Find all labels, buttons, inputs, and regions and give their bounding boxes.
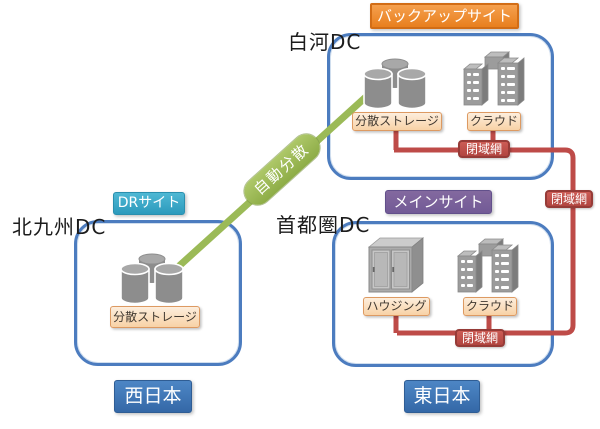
shutoken-dc-name: 首都圏DC: [276, 213, 371, 237]
storage-cylinders-icon: [361, 54, 429, 116]
kitakyushu-dc-name: 北九州DC: [12, 215, 107, 239]
cloud-tag-shutoken: クラウド: [463, 297, 517, 316]
housing-cabinet-icon: [364, 236, 430, 300]
east-japan-badge: 東日本: [404, 380, 480, 413]
shirakawa-dc-box: [327, 33, 554, 180]
backup-site-badge: バックアップサイト: [370, 3, 519, 29]
dr-site-badge: DRサイト: [113, 192, 185, 215]
storage-cylinders-icon: [118, 249, 186, 311]
cloud-tag-shirakawa: クラウド: [467, 112, 521, 131]
storage-tag-shirakawa: 分散ストレージ: [352, 112, 442, 131]
shirakawa-dc-name: 白河DC: [288, 30, 362, 54]
closed-network-badge-shutoken: 閉域網: [455, 329, 505, 347]
west-japan-badge: 西日本: [114, 380, 192, 413]
closed-network-trunk: [394, 147, 576, 336]
housing-tag-shutoken: ハウジング: [363, 297, 430, 316]
closed-network-badge-shirakawa: 閉域網: [458, 140, 510, 158]
cloud-servers-icon: [456, 238, 522, 300]
closed-network-badge-trunk: 閉域網: [545, 190, 593, 208]
storage-tag-kitakyushu: 分散ストレージ: [110, 306, 200, 328]
main-site-badge: メインサイト: [385, 190, 492, 214]
cloud-servers-icon: [462, 50, 528, 114]
